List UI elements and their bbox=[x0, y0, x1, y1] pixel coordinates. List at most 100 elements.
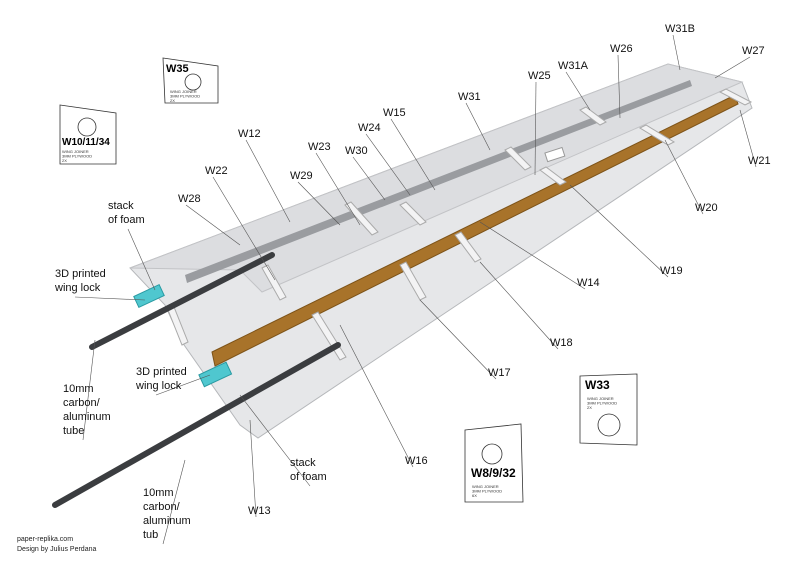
leader-lines bbox=[74, 34, 757, 545]
leader-line bbox=[565, 71, 591, 111]
part-label-w29: W29 bbox=[290, 170, 313, 182]
card-outline bbox=[59, 104, 117, 165]
card-subtext: 3MM PLYWOOD bbox=[587, 401, 617, 406]
card-title: W10/11/34 bbox=[62, 137, 110, 148]
part-label-w31b: W31B bbox=[665, 23, 695, 35]
joiner-hole-icon bbox=[77, 117, 97, 137]
card-title: W35 bbox=[166, 63, 189, 75]
callout-text: aluminum bbox=[63, 411, 111, 423]
card-subtext: 6X bbox=[472, 493, 477, 498]
rib bbox=[454, 231, 482, 263]
leader-line bbox=[297, 181, 341, 226]
rib bbox=[718, 88, 753, 106]
card-subtext: WING JOINER bbox=[62, 149, 89, 154]
callout-text: stack bbox=[108, 200, 134, 212]
wing-lock-front bbox=[198, 361, 233, 388]
leader-line bbox=[419, 299, 497, 380]
part-labels: W31BW27W26W31AW25W31W15W24W30W23W12W29W2… bbox=[178, 23, 771, 517]
leader-line bbox=[390, 118, 436, 191]
carbon-tube-front bbox=[52, 342, 341, 508]
part-label-w12: W12 bbox=[238, 128, 261, 140]
part-label-w31: W31 bbox=[458, 91, 481, 103]
rib bbox=[399, 201, 427, 226]
hatch-opening bbox=[544, 146, 566, 163]
leader-line bbox=[534, 81, 537, 176]
wing-assembly bbox=[52, 63, 753, 508]
joiner-hole-icon bbox=[481, 443, 503, 465]
leader-line bbox=[352, 156, 386, 201]
leader-line bbox=[185, 204, 241, 246]
joiner-hole-icon bbox=[184, 73, 202, 91]
callout-text: wing lock bbox=[54, 282, 101, 294]
part-label-w31a: W31A bbox=[558, 60, 589, 72]
rib bbox=[504, 146, 532, 171]
leader-line bbox=[82, 339, 96, 441]
part-label-w27: W27 bbox=[742, 45, 765, 57]
part-label-w24: W24 bbox=[358, 122, 381, 134]
part-label-w16: W16 bbox=[405, 455, 428, 467]
leader-line bbox=[664, 139, 704, 215]
callout-text: carbon/ bbox=[63, 397, 101, 409]
card-subtext: 2X bbox=[587, 405, 592, 410]
part-label-w30: W30 bbox=[345, 145, 368, 157]
joiner-hole-icon bbox=[597, 413, 621, 437]
rib bbox=[399, 261, 427, 301]
card-outline bbox=[579, 373, 638, 446]
part-label-w18: W18 bbox=[550, 337, 573, 349]
callout-text: stack bbox=[290, 457, 316, 469]
part-label-w17: W17 bbox=[488, 367, 511, 379]
leader-line bbox=[315, 152, 361, 226]
callout-text: 10mm bbox=[143, 487, 174, 499]
leader-line bbox=[155, 374, 211, 396]
callout-text: carbon/ bbox=[143, 501, 181, 513]
callout-text: wing lock bbox=[135, 380, 182, 392]
card-subtext: WING JOINER bbox=[170, 89, 197, 94]
rear-spar bbox=[185, 80, 692, 283]
callout-text: 10mm bbox=[63, 383, 94, 395]
designer-credit: Design by Julius Perdana bbox=[17, 546, 97, 553]
leader-line bbox=[617, 54, 621, 119]
card-subtext: 2X bbox=[170, 98, 175, 103]
callout-text: aluminum bbox=[143, 515, 191, 527]
card-subtext: 3MM PLYWOOD bbox=[170, 94, 200, 99]
leader-line bbox=[672, 34, 681, 71]
leader-line bbox=[714, 56, 751, 79]
card-subtext: 3MM PLYWOOD bbox=[62, 154, 92, 159]
callout-text: of foam bbox=[290, 471, 327, 483]
rib bbox=[539, 166, 567, 186]
part-label-w23: W23 bbox=[308, 141, 331, 153]
part-label-w26: W26 bbox=[610, 43, 633, 55]
part-label-w28: W28 bbox=[178, 193, 201, 205]
leader-line bbox=[239, 394, 311, 487]
leader-line bbox=[339, 324, 414, 468]
leader-line bbox=[127, 228, 156, 291]
leader-line bbox=[245, 139, 291, 223]
callout-text: of foam bbox=[108, 214, 145, 226]
rib bbox=[344, 201, 379, 236]
card-outline bbox=[464, 423, 524, 503]
card-title: W33 bbox=[585, 378, 610, 392]
leader-line bbox=[212, 176, 276, 281]
part-label-w20: W20 bbox=[695, 202, 718, 214]
card-subtext: WING JOINER bbox=[472, 484, 499, 489]
part-label-w21: W21 bbox=[748, 155, 771, 167]
leader-line bbox=[162, 459, 186, 545]
part-label-w14: W14 bbox=[577, 277, 600, 289]
part-label-w22: W22 bbox=[205, 165, 228, 177]
site-credit: paper-replika.com bbox=[17, 536, 74, 543]
rib bbox=[579, 106, 607, 126]
callout-text: tub bbox=[143, 529, 158, 541]
carbon-tube-rear bbox=[89, 252, 275, 350]
part-label-w15: W15 bbox=[383, 107, 406, 119]
leader-line bbox=[465, 102, 491, 151]
part-label-w25: W25 bbox=[528, 70, 551, 82]
card-subtext: WING JOINER bbox=[587, 396, 614, 401]
card-title: W8/9/32 bbox=[471, 466, 516, 480]
leader-line bbox=[249, 419, 257, 518]
